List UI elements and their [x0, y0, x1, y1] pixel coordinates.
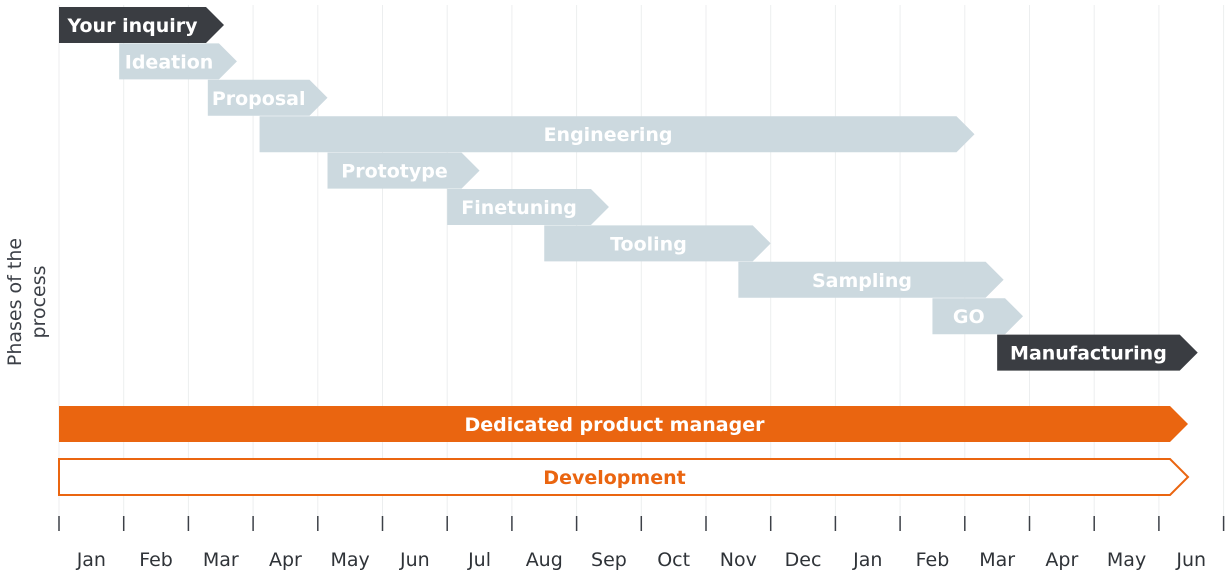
month-label: Oct [657, 549, 691, 571]
phase-bar-your-inquiry [59, 7, 224, 43]
phase-label-sampling: Sampling [812, 270, 912, 292]
phase-bar-finetuning [447, 189, 609, 225]
month-label: Sep [591, 549, 627, 571]
track-bar-development [58, 458, 1190, 496]
phase-bar-tooling [544, 225, 771, 262]
month-label: Feb [139, 549, 173, 571]
phase-bar-ideation [119, 43, 237, 80]
phase-bar-proposal [207, 79, 328, 116]
phase-label-prototype: Prototype [341, 161, 447, 183]
month-label: Jan [853, 549, 883, 571]
month-label: May [1106, 549, 1147, 571]
track-label-development: Development [543, 467, 685, 489]
month-label: Apr [269, 549, 302, 571]
month-label: Mar [979, 549, 1016, 571]
phase-bar-manufacturing [997, 334, 1198, 371]
month-label: Nov [719, 549, 757, 571]
phase-bar-prototype [327, 152, 480, 189]
month-label: Apr [1045, 549, 1079, 571]
track-bar-dedicated-product-manager [59, 406, 1189, 442]
month-label: Feb [915, 549, 950, 571]
phase-label-manufacturing: Manufacturing [1010, 343, 1167, 365]
phase-label-your-inquiry: Your inquiry [66, 15, 198, 37]
month-label: Jan [76, 549, 106, 571]
phase-label-go: GO [953, 306, 985, 328]
month-label: May [330, 549, 370, 571]
phase-label-proposal: Proposal [212, 88, 306, 110]
phase-label-tooling: Tooling [610, 233, 687, 255]
month-label: Mar [202, 549, 239, 571]
month-label: Jun [1176, 549, 1207, 571]
track-label-dedicated-product-manager: Dedicated product manager [465, 414, 766, 436]
phase-label-ideation: Ideation [125, 51, 214, 73]
month-label: Jul [468, 549, 492, 571]
phase-bar-go [932, 298, 1024, 335]
month-label: Jun [400, 549, 430, 571]
month-label: Aug [525, 549, 563, 571]
month-label: Dec [784, 549, 822, 571]
phase-bar-engineering [259, 116, 975, 153]
phase-label-engineering: Engineering [544, 124, 673, 146]
phase-label-finetuning: Finetuning [461, 197, 577, 219]
phase-bar-sampling [738, 261, 1004, 298]
